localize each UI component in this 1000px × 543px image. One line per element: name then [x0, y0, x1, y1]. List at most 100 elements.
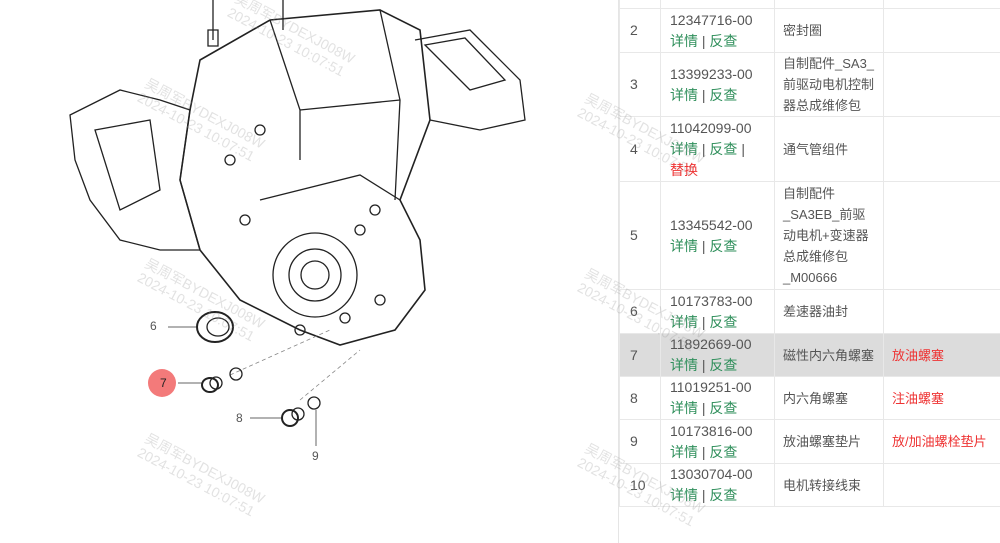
part-name: 通气管组件 [774, 116, 884, 182]
part-links: 详情 | 反查 |替换 [670, 139, 766, 181]
replace-link[interactable]: 替换 [670, 161, 698, 178]
link-separator: | [701, 237, 706, 254]
reverse-lookup-link[interactable]: 反查 [709, 443, 738, 460]
detail-link[interactable]: 详情 [670, 400, 698, 416]
part-name: 密封圈 [774, 8, 884, 53]
part-links: 详情 | 反查 [670, 31, 766, 52]
transmission-drawing [69, 0, 526, 446]
detail-link[interactable]: 详情 [670, 443, 698, 460]
remark: 放/加油螺栓垫片 [883, 419, 1000, 464]
part-code: 12347716-00 [670, 11, 753, 28]
detail-link[interactable]: 详情 [670, 237, 698, 254]
remark [883, 463, 1000, 507]
row-number: 1 [619, 0, 661, 9]
remark: 放油螺塞 [883, 333, 1000, 377]
part-code: 11042099-00 [670, 119, 752, 136]
row-number: 3 [619, 52, 661, 117]
part-name: 差速器油封 [774, 289, 884, 334]
callout-highlight [148, 369, 176, 397]
reverse-lookup-link[interactable]: 反查 [709, 86, 738, 103]
detail-link[interactable]: 详情 [670, 140, 698, 157]
link-separator: | [701, 313, 706, 330]
link-separator: | [741, 140, 745, 157]
detail-link[interactable]: 详情 [670, 487, 698, 503]
link-separator: | [701, 400, 706, 416]
reverse-lookup-link[interactable]: 反查 [709, 313, 738, 330]
part-name: 自制配件_SA3_前驱动电机控制器总成维修包 [774, 52, 884, 117]
callout-8[interactable]: 8 [236, 411, 243, 425]
part-name: 内六角螺塞 [774, 376, 884, 420]
code-cell: 11019251-00 详情 | 反查 [660, 376, 775, 420]
link-separator: | [701, 443, 706, 460]
callout-7[interactable]: 7 [160, 376, 167, 390]
part-code: 13345542-00 [670, 216, 753, 233]
link-separator: | [701, 487, 706, 503]
row-number: 10 [619, 463, 661, 507]
code-cell: 10173783-00 详情 | 反查 [660, 289, 775, 334]
part-code: 10173816-00 [670, 422, 753, 439]
detail-link[interactable]: 详情 [670, 86, 698, 103]
table-row[interactable]: 3 13399233-00 详情 | 反查 自制配件_SA3_前驱动电机控制器总成维修… [619, 52, 1000, 117]
part-code: 11019251-00 [670, 379, 752, 395]
code-cell [660, 0, 775, 9]
part-name: 磁性内六角螺塞 [774, 333, 884, 377]
row-number: 9 [619, 419, 661, 464]
remark [883, 0, 1000, 9]
part-code: 13399233-00 [670, 65, 753, 82]
link-separator: | [701, 140, 706, 157]
detail-link[interactable]: 详情 [670, 32, 698, 49]
remark [883, 116, 1000, 182]
callout-6[interactable]: 6 [150, 319, 157, 333]
part-code: 10173783-00 [670, 292, 753, 309]
row-number: 6 [619, 289, 661, 334]
callout-9[interactable]: 9 [312, 449, 319, 463]
link-separator: | [701, 357, 706, 373]
code-cell: 12347716-00 详情 | 反查 [660, 8, 775, 53]
code-cell: 13030704-00 详情 | 反查 [660, 463, 775, 507]
part-name: 电机转接线束 [774, 463, 884, 507]
remark [883, 8, 1000, 53]
remark [883, 181, 1000, 290]
link-separator: | [701, 32, 706, 49]
row-number: 5 [619, 181, 661, 290]
remark: 注油螺塞 [883, 376, 1000, 420]
detail-link[interactable]: 详情 [670, 313, 698, 330]
code-cell: 11892669-00 详情 | 反查 [660, 333, 775, 377]
code-cell: 13345542-00 详情 | 反查 [660, 181, 775, 290]
reverse-lookup-link[interactable]: 反查 [709, 32, 738, 49]
reverse-lookup-link[interactable]: 反查 [709, 357, 738, 373]
part-name: 自制配件_SA3EB_前驱动电机+变速器总成维修包_M00666 [774, 181, 884, 290]
reverse-lookup-link[interactable]: 反查 [709, 487, 738, 503]
detail-link[interactable]: 详情 [670, 357, 698, 373]
part-name [774, 0, 884, 9]
part-links: 详情 | 反查 [670, 236, 766, 257]
table-row[interactable]: 1 [619, 0, 1000, 9]
reverse-lookup-link[interactable]: 反查 [709, 237, 738, 254]
part-code: 13030704-00 [670, 466, 753, 482]
part-links: 详情 | 反查 [670, 442, 766, 463]
code-cell: 13399233-00 详情 | 反查 [660, 52, 775, 117]
row-number: 4 [619, 116, 661, 182]
reverse-lookup-link[interactable]: 反查 [709, 140, 738, 157]
part-links: 详情 | 反查 [670, 485, 766, 506]
part-name: 放油螺塞垫片 [774, 419, 884, 464]
remark [883, 289, 1000, 334]
part-code: 11892669-00 [670, 336, 752, 352]
part-links: 详情 | 反查 [670, 312, 766, 333]
part-links: 详情 | 反查 [670, 355, 766, 376]
part-links: 详情 | 反查 [670, 398, 766, 419]
link-separator: | [701, 86, 706, 103]
reverse-lookup-link[interactable]: 反查 [709, 400, 738, 416]
